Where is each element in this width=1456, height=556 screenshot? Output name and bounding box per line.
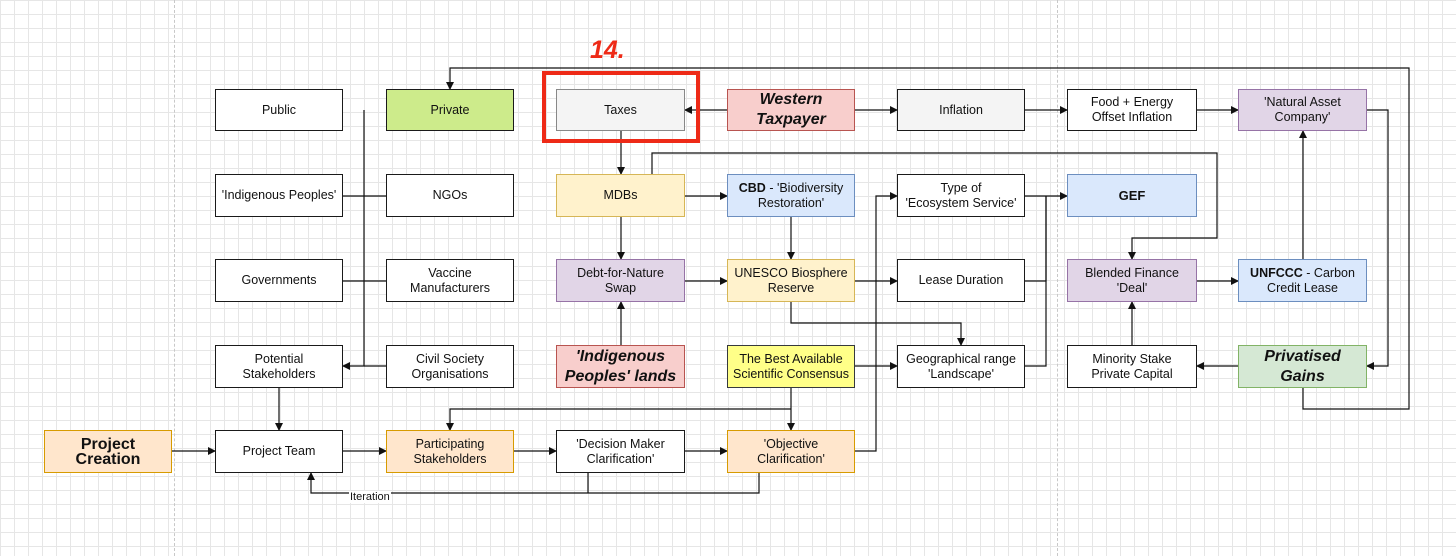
guide-line-left [174, 0, 175, 556]
unfccc-bold-label: UNFCCC [1250, 265, 1303, 280]
minority-stake-node[interactable]: Minority Stake Private Capital [1067, 345, 1197, 388]
guide-line-right [1057, 0, 1058, 556]
geographical-range-node[interactable]: Geographical range 'Landscape' [897, 345, 1025, 388]
cbd-bold-label: CBD [738, 180, 766, 195]
indigenous-lands-node[interactable]: 'Indigenous Peoples' lands [556, 345, 685, 388]
best-science-node[interactable]: The Best Available Scientific Consensus [727, 345, 855, 388]
vaccine-manufacturers-node[interactable]: Vaccine Manufacturers [386, 259, 514, 302]
edge-mdbs-to-blended [651, 152, 1218, 260]
unfccc-label: - Carbon Credit Lease [1267, 265, 1355, 295]
edge-private-to-potential [342, 110, 365, 370]
ecosystem-service-node[interactable]: Type of 'Ecosystem Service' [897, 174, 1025, 217]
project-team-node[interactable]: Project Team [215, 430, 343, 473]
edge-lease-link [1025, 196, 1047, 282]
edge-gains-to-private [446, 67, 1410, 410]
private-node[interactable]: Private [386, 89, 514, 131]
unfccc-node[interactable]: UNFCCC - Carbon Credit Lease [1238, 259, 1367, 302]
cbd-label: - 'Biodiversity Restoration' [757, 180, 844, 210]
natural-asset-company-node[interactable]: 'Natural Asset Company' [1238, 89, 1367, 131]
ngos-node[interactable]: NGOs [386, 174, 514, 217]
step-number-label: 14. [590, 36, 625, 64]
debt-for-nature-swap-node[interactable]: Debt-for-Nature Swap [556, 259, 685, 302]
iteration-label: Iteration [349, 491, 391, 503]
edge-nac-to-gains [1366, 109, 1389, 370]
indigenous-peoples-node[interactable]: 'Indigenous Peoples' [215, 174, 343, 217]
edge-geo-link [1025, 196, 1047, 367]
participating-stakeholders-node[interactable]: Participating Stakeholders [386, 430, 514, 473]
decision-maker-node[interactable]: 'Decision Maker Clarification' [556, 430, 685, 473]
project-creation-node[interactable]: Project Creation [44, 430, 172, 473]
objective-clarification-node[interactable]: 'Objective Clarification' [727, 430, 855, 473]
privatised-gains-node[interactable]: Privatised Gains [1238, 345, 1367, 388]
highlight-box [542, 71, 700, 143]
cbd-node[interactable]: CBD - 'Biodiversity Restoration' [727, 174, 855, 217]
lease-duration-node[interactable]: Lease Duration [897, 259, 1025, 302]
unesco-biosphere-node[interactable]: UNESCO Biosphere Reserve [727, 259, 855, 302]
public-node[interactable]: Public [215, 89, 343, 131]
edge-objective-to-ecosystem [855, 192, 898, 452]
food-energy-node[interactable]: Food + Energy Offset Inflation [1067, 89, 1197, 131]
potential-stakeholders-node[interactable]: Potential Stakeholders [215, 345, 343, 388]
western-taxpayer-node[interactable]: Western Taxpayer [727, 89, 855, 131]
governments-node[interactable]: Governments [215, 259, 343, 302]
gef-node[interactable]: GEF [1067, 174, 1197, 217]
edge-iteration-loop [307, 472, 760, 494]
mdbs-node[interactable]: MDBs [556, 174, 685, 217]
edge-science-to-participating [446, 408, 791, 431]
inflation-node[interactable]: Inflation [897, 89, 1025, 131]
taxes-node[interactable]: Taxes [556, 89, 685, 131]
civil-society-node[interactable]: Civil Society Organisations [386, 345, 514, 388]
blended-finance-node[interactable]: Blended Finance 'Deal' [1067, 259, 1197, 302]
